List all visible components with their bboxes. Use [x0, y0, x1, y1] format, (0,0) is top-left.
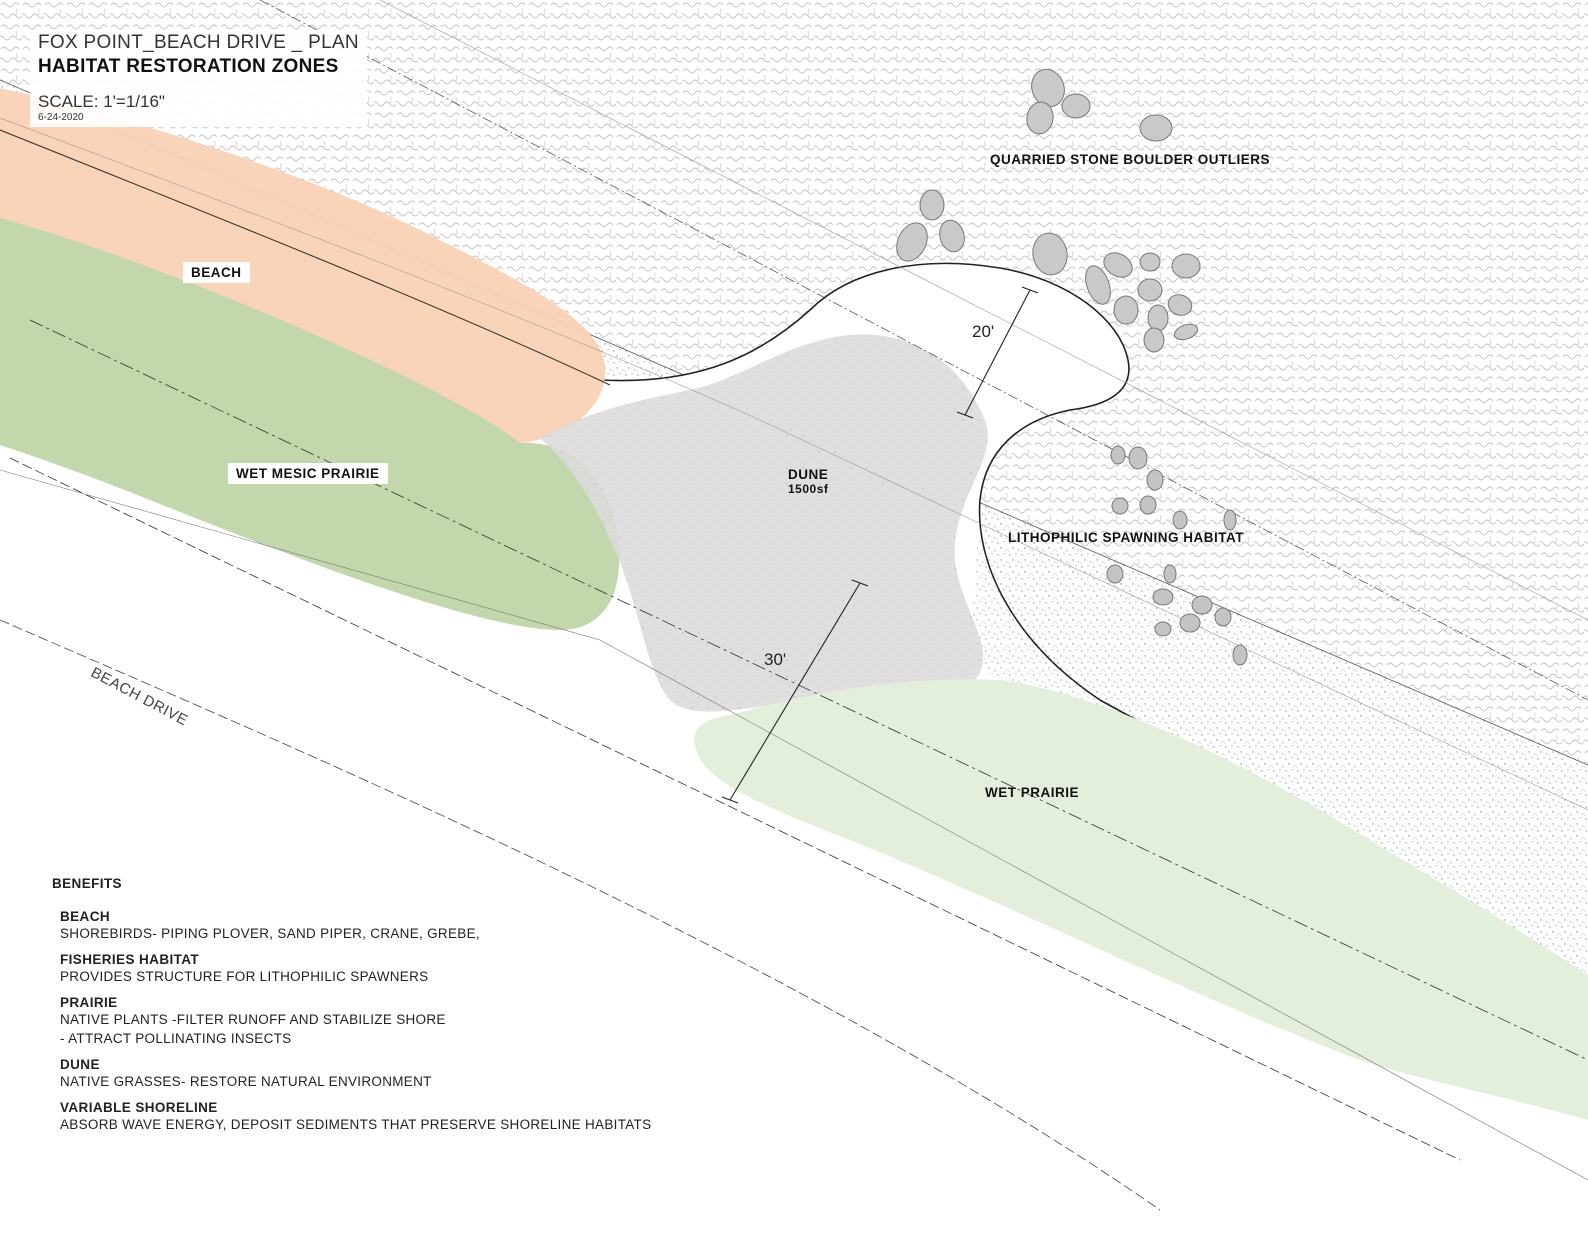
- spawning-stone: [1146, 469, 1164, 491]
- spawning-stone: [1214, 607, 1232, 627]
- benefit-description: PROVIDES STRUCTURE FOR LITHOPHILIC SPAWN…: [60, 969, 429, 984]
- benefits-heading: BENEFITS: [52, 876, 122, 891]
- dimension-20ft: [956, 286, 1039, 419]
- boulder-stone: [896, 222, 928, 262]
- spawning-stone: [1223, 509, 1237, 531]
- plan-subtitle: HABITAT RESTORATION ZONES: [38, 56, 339, 77]
- benefit-items: BEACH SHOREBIRDS- PIPING PLOVER, SAND PIP…: [52, 909, 772, 1134]
- spawning-stone: [1152, 588, 1174, 606]
- spawning-stone: [1106, 564, 1124, 584]
- boulder-stone: [939, 219, 965, 253]
- lithophilic-label: LITHOPHILIC SPAWNING HABITAT: [1008, 530, 1244, 545]
- boulder-stone: [1085, 265, 1111, 305]
- benefit-item: PRAIRIE NATIVE PLANTS -FILTER RUNOFF AND …: [60, 995, 772, 1048]
- boulder-stone: [1171, 253, 1201, 279]
- spawning-stone: [1154, 621, 1172, 637]
- dimension-30ft: [721, 579, 869, 804]
- boulder-stone: [1061, 93, 1091, 119]
- boulder-stone: [1143, 327, 1165, 353]
- spawning-stone: [1191, 595, 1213, 615]
- boulder-stone: [1103, 252, 1133, 278]
- boulder-stone: [1031, 68, 1065, 108]
- benefit-item: BEACH SHOREBIRDS- PIPING PLOVER, SAND PIP…: [60, 909, 772, 943]
- benefit-title: DUNE: [60, 1057, 100, 1072]
- benefit-item: DUNE NATIVE GRASSES- RESTORE NATURAL ENVI…: [60, 1057, 772, 1091]
- dune-label: DUNE 1500sf: [788, 467, 828, 496]
- dune-area: 1500sf: [788, 482, 829, 496]
- benefit-title: BEACH: [60, 909, 111, 924]
- boulder-stone: [1147, 304, 1169, 332]
- dune-title: DUNE: [788, 467, 829, 482]
- boulder-stone: [1173, 323, 1199, 341]
- wet-prairie-label: WET PRAIRIE: [985, 785, 1080, 800]
- spawning-stone: [1110, 445, 1126, 465]
- dimension-30-label: 30': [764, 650, 787, 669]
- beach-label: BEACH: [183, 262, 250, 283]
- boulder-stone: [1026, 101, 1054, 135]
- spawning-stone: [1128, 446, 1148, 470]
- benefit-item: FISHERIES HABITAT PROVIDES STRUCTURE FOR …: [60, 952, 772, 986]
- boulder-stone: [1137, 278, 1163, 302]
- spawning-stone: [1232, 644, 1248, 666]
- boulder-stone: [1032, 232, 1068, 276]
- spawning-stone: [1163, 564, 1177, 584]
- title-block: FOX POINT_BEACH DRIVE _ PLAN HABITAT RES…: [30, 30, 367, 127]
- benefit-title: PRAIRIE: [60, 995, 118, 1010]
- boulder-stone: [919, 189, 945, 221]
- spawning-stone: [1179, 613, 1201, 633]
- spawning-stones: [1106, 445, 1248, 666]
- benefits-list: BENEFITS BEACH SHOREBIRDS- PIPING PLOVER,…: [52, 876, 772, 1143]
- boulder-outliers: [896, 68, 1201, 353]
- dimension-20-label: 20': [972, 322, 995, 341]
- scale-label: SCALE: 1'=1/16": [38, 92, 165, 111]
- quarried-stone-label: QUARRIED STONE BOULDER OUTLIERS: [990, 152, 1271, 167]
- benefit-title: FISHERIES HABITAT: [60, 952, 200, 967]
- wet-mesic-prairie-label: WET MESIC PRAIRIE: [228, 463, 388, 484]
- benefit-item: VARIABLE SHORELINE ABSORB WAVE ENERGY, DE…: [60, 1100, 772, 1134]
- spawning-stone: [1139, 495, 1157, 515]
- spawning-stone: [1111, 497, 1129, 515]
- boulder-stone: [1167, 294, 1193, 316]
- boulder-stone: [1139, 252, 1161, 272]
- benefit-description: ABSORB WAVE ENERGY, DEPOSIT SEDIMENTS TH…: [60, 1117, 652, 1132]
- benefit-description: - ATTRACT POLLINATING INSECTS: [60, 1031, 292, 1046]
- spawning-stone: [1172, 510, 1188, 530]
- wet-mesic-prairie-zone: [0, 218, 620, 630]
- wet-prairie-zone: [694, 679, 1588, 1120]
- date-label: 6-24-2020: [38, 112, 84, 123]
- benefit-description: NATIVE PLANTS -FILTER RUNOFF AND STABILI…: [60, 1012, 446, 1027]
- benefit-description: NATIVE GRASSES- RESTORE NATURAL ENVIRONM…: [60, 1074, 432, 1089]
- benefit-title: VARIABLE SHORELINE: [60, 1100, 218, 1115]
- plan-title: FOX POINT_BEACH DRIVE _ PLAN: [38, 32, 359, 53]
- boulder-stone: [1113, 295, 1139, 325]
- benefit-description: SHOREBIRDS- PIPING PLOVER, SAND PIPER, C…: [60, 926, 480, 941]
- boulder-stone: [1139, 114, 1173, 142]
